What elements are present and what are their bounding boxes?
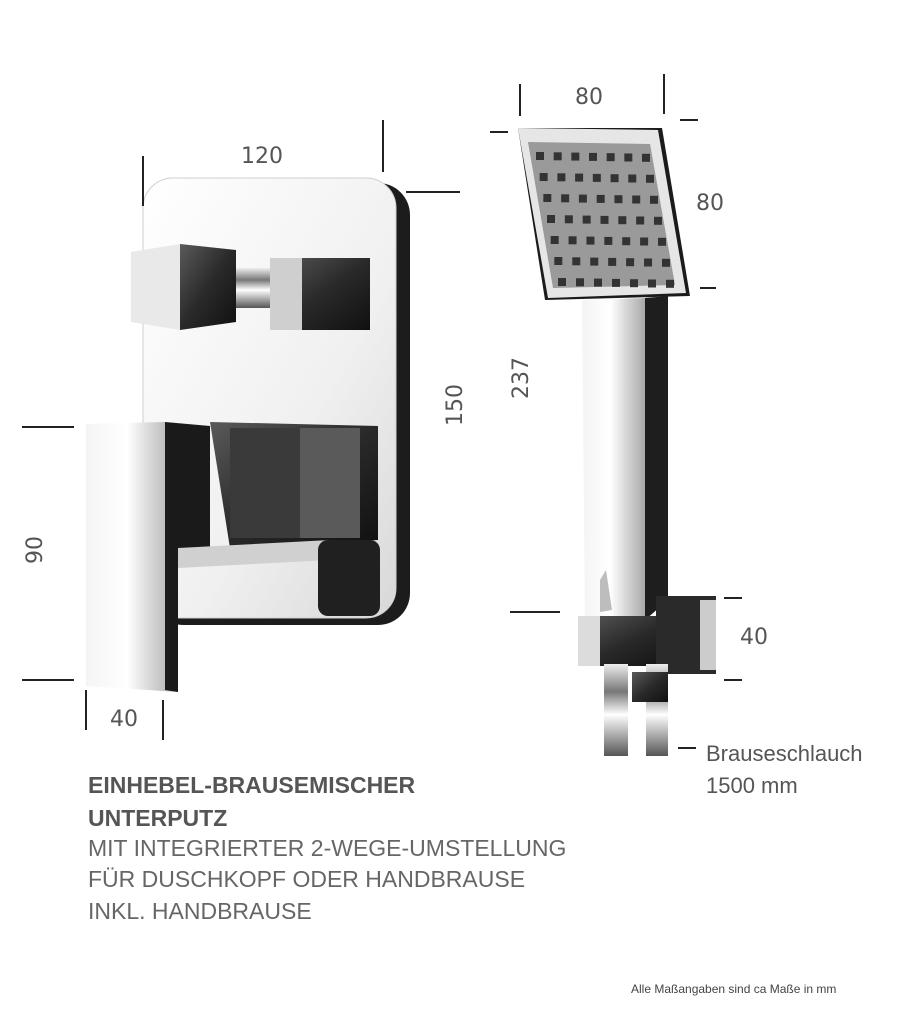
handshower-dimension-lines [490, 74, 742, 749]
nozzle [564, 215, 573, 224]
nozzle [632, 195, 641, 204]
product-title-line2: UNTERPUTZ [88, 805, 228, 831]
hose-name-label: Brauseschlauch [706, 741, 863, 766]
nozzle [604, 236, 613, 245]
nozzle [648, 279, 656, 288]
nozzle [624, 153, 633, 162]
nozzle [596, 194, 605, 203]
nozzle [557, 173, 566, 182]
product-feature-line2: FÜR DUSCHKOPF ODER HANDBRAUSE [88, 866, 526, 892]
diverter-knob [131, 244, 370, 330]
shower-handle [582, 296, 668, 622]
hose-length-label: 1500 mm [706, 773, 798, 798]
lever-height-label: 90 [23, 536, 48, 564]
nozzle [608, 257, 617, 266]
nozzle [650, 195, 658, 204]
shower-head [518, 128, 690, 300]
nozzle [561, 194, 570, 203]
nozzle [536, 152, 544, 160]
nozzle [612, 278, 620, 287]
holder-height-label: 40 [740, 625, 768, 650]
nozzle [553, 152, 562, 161]
nozzle [630, 279, 638, 288]
nozzle [550, 236, 559, 244]
nozzle [618, 216, 627, 225]
nozzle [558, 278, 566, 286]
nozzle [554, 257, 563, 265]
nozzle [586, 236, 595, 245]
nozzle [543, 194, 552, 202]
handle-length-label: 237 [509, 357, 534, 399]
lever-depth-label: 40 [110, 707, 138, 732]
nozzle [572, 257, 581, 266]
nozzle [547, 215, 555, 223]
mixer-height-label: 150 [443, 384, 468, 426]
wall-holder [578, 596, 716, 674]
nozzle [640, 237, 649, 246]
nozzle [642, 153, 650, 162]
mixer-illustration [22, 120, 460, 740]
nozzle [592, 173, 601, 182]
shower-hose [604, 664, 668, 756]
product-title-line1: EINHEBEL-BRAUSEMISCHER [88, 772, 416, 798]
nozzle [646, 174, 654, 183]
nozzle [610, 174, 619, 183]
nozzle [606, 153, 615, 162]
product-feature-line3: INKL. HANDBRAUSE [88, 898, 312, 924]
shower-nozzles [536, 152, 674, 288]
nozzle [594, 278, 602, 287]
mixer-dimension-lines [22, 120, 460, 740]
nozzle [614, 195, 623, 204]
nozzle [582, 215, 591, 224]
nozzle [644, 258, 653, 267]
nozzle [539, 173, 548, 181]
nozzle [662, 258, 670, 267]
head-width-label: 80 [575, 85, 603, 110]
lever-handle [86, 422, 380, 692]
nozzle [578, 194, 587, 203]
nozzle [600, 215, 609, 224]
mixer-width-label: 120 [241, 144, 283, 169]
nozzle [658, 237, 666, 246]
nozzle [575, 173, 584, 182]
nozzle [636, 216, 645, 225]
nozzle [626, 258, 635, 267]
nozzle [571, 152, 580, 161]
head-height-label: 80 [696, 191, 724, 216]
nozzle [622, 237, 631, 246]
product-feature-line1: MIT INTEGRIERTER 2-WEGE-UMSTELLUNG [88, 835, 567, 861]
nozzle [654, 216, 662, 225]
nozzle [628, 174, 637, 183]
nozzle [590, 257, 599, 266]
handshower-illustration [490, 74, 742, 756]
nozzle [568, 236, 577, 245]
nozzle [589, 152, 597, 161]
nozzle [576, 278, 584, 287]
nozzle [666, 279, 674, 288]
footnote: Alle Maßangaben sind ca Maße in mm [631, 982, 837, 996]
